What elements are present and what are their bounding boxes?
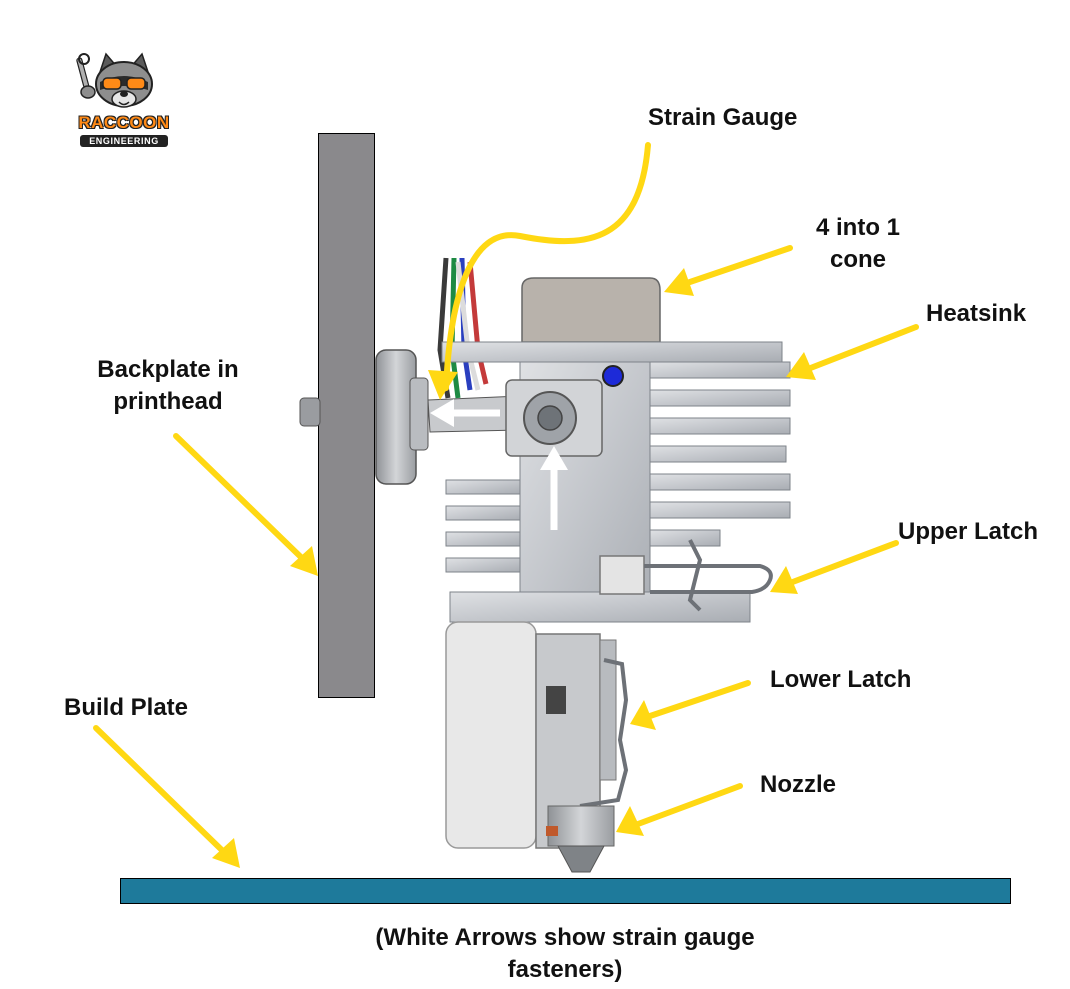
caption-line1: (White Arrows show strain gauge <box>375 924 755 951</box>
callout-build-plate-head <box>212 838 240 868</box>
callout-lower-latch-line <box>647 680 751 719</box>
callout-heatsink-head <box>786 352 816 380</box>
label-lower-latch: Lower Latch <box>770 666 912 693</box>
mount-washer <box>375 349 429 485</box>
callout-lower-latch-head <box>630 700 656 730</box>
callout-backplate-line <box>173 433 309 565</box>
raccoon-engineering-logo: RACCOON ENGINEERING <box>76 52 172 150</box>
strain-gauge-clamp <box>505 365 624 457</box>
callout-cone-line <box>681 245 793 287</box>
label-strain-gauge: Strain Gauge <box>648 104 798 131</box>
logo-text-secondary: ENGINEERING <box>80 135 168 147</box>
backplate <box>318 133 375 698</box>
callout-strain-gauge-line <box>443 142 651 391</box>
fastener-arrow-up-head <box>540 446 568 470</box>
label-heatsink: Heatsink <box>926 300 1027 327</box>
callout-upper-latch-head <box>770 566 798 594</box>
callout-upper-latch-line <box>787 540 899 586</box>
lower-latch <box>579 658 629 808</box>
label-cone-line1: 4 into 1 <box>815 214 900 241</box>
callout-backplate-head <box>290 546 318 576</box>
callout-nozzle-line <box>635 783 743 827</box>
callout-nozzle-head <box>616 806 644 836</box>
label-upper-latch: Upper Latch <box>898 518 1039 545</box>
nozzle <box>546 805 615 873</box>
callout-strain-gauge-head <box>428 370 458 400</box>
build-plate <box>120 878 1011 904</box>
fastener-arrow-left-head <box>430 399 454 427</box>
label-cone: 4 into 1 cone <box>796 212 920 276</box>
logo-text-primary: RACCOON <box>78 113 170 132</box>
mounting-screw <box>299 397 321 427</box>
label-backplate-line2: printhead <box>113 388 223 415</box>
label-cone-line2: cone <box>829 246 886 273</box>
callout-build-plate-line <box>93 725 231 859</box>
cone-4-into-1 <box>521 277 661 343</box>
label-backplate-line1: Backplate in <box>97 356 239 383</box>
callout-cone-head <box>664 268 694 296</box>
label-backplate: Backplate in printhead <box>80 354 256 418</box>
caption-line2: fasteners) <box>507 956 623 983</box>
raccoon-mascot-icon <box>76 52 153 108</box>
label-build-plate: Build Plate <box>64 694 189 721</box>
caption: (White Arrows show strain gauge fastener… <box>300 922 830 986</box>
label-nozzle: Nozzle <box>760 771 837 798</box>
upper-latch <box>599 539 773 612</box>
strain-gauge-fastener-arrows <box>430 399 568 530</box>
callout-heatsink-line <box>805 324 919 372</box>
